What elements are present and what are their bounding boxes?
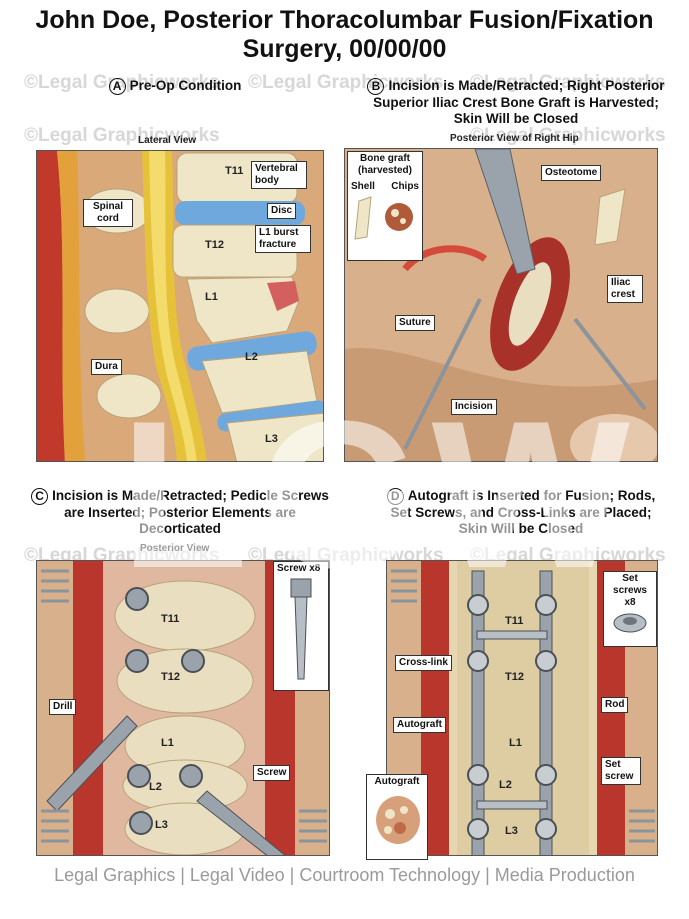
- bone-graft-label: Bone graft (harvested): [358, 153, 412, 176]
- footer-text: Legal Graphics | Legal Video | Courtroom…: [54, 865, 635, 885]
- panel-b-letter: B: [367, 78, 385, 95]
- vertebra-label: L1: [509, 737, 522, 749]
- set-screws-inset: Set screws x8: [603, 571, 657, 647]
- screw-x8-label: Screw x8: [277, 563, 321, 574]
- set-screw-icon: [613, 613, 647, 633]
- panel-c-view-label: Posterior View: [140, 543, 210, 554]
- vertebral-body-label: Vertebral body: [251, 161, 307, 189]
- panel-c-heading-text: Incision is Made/Retracted; Pedicle Scre…: [52, 488, 329, 536]
- vertebra-label: L2: [245, 351, 258, 363]
- shell-label: Shell: [351, 181, 375, 192]
- pedicle-screw-icon: [290, 578, 312, 680]
- panel-d-heading-text: Autograft is Inserted for Fusion; Rods, …: [390, 488, 656, 536]
- disc-label: Disc: [267, 203, 297, 219]
- vertebra-label: L1: [161, 737, 174, 749]
- panel-b-illustration: Bone graft (harvested) Shell Chips Osteo…: [344, 148, 658, 462]
- panel-c-illustration: T11 T12 L1 L2 L3 Screw x8 Drill Screw: [36, 560, 330, 856]
- drill-label: Drill: [49, 699, 77, 715]
- panel-a-view-label: Lateral View: [138, 135, 197, 146]
- page-title: John Doe, Posterior Thoracolumbar Fusion…: [35, 6, 654, 63]
- dura-label: Dura: [91, 359, 122, 375]
- posterior-fusion-svg: [387, 561, 657, 855]
- bone-graft-inset: Bone graft (harvested) Shell Chips: [347, 151, 423, 261]
- autograft-inset-label: Autograft: [374, 776, 420, 787]
- panel-c-letter: C: [31, 488, 49, 505]
- osteotome-label: Osteotome: [541, 165, 602, 181]
- vertebra-label: L3: [265, 433, 278, 445]
- autograft-inset: Autograft: [366, 774, 428, 860]
- set-screws-x8-label: Set screws x8: [613, 573, 647, 608]
- panel-d-letter: D: [386, 488, 404, 505]
- vertebra-label: T11: [161, 613, 180, 625]
- chips-label: Chips: [391, 181, 419, 192]
- screw-inset: Screw x8: [273, 561, 329, 691]
- incision-label: Incision: [451, 399, 497, 415]
- panel-b-heading-text: Incision is Made/Retracted; Right Poster…: [373, 78, 665, 126]
- lateral-spine-svg: [37, 151, 323, 461]
- panel-b-view-label: Posterior View of Right Hip: [450, 133, 579, 144]
- rod-label: Rod: [601, 697, 629, 713]
- autograft-label: Autograft: [393, 717, 446, 733]
- burst-fracture-label: L1 burst fracture: [255, 225, 311, 253]
- panel-a-illustration: T11 T12 L1 L2 L3 Spinal cord Dura Verteb…: [36, 150, 324, 462]
- vertebra-label: T12: [205, 239, 224, 251]
- vertebra-label: T11: [225, 165, 244, 177]
- vertebra-label: L3: [505, 825, 518, 837]
- vertebra-label: L3: [155, 819, 168, 831]
- vertebra-label: L2: [499, 779, 512, 791]
- panel-a-letter: A: [108, 78, 126, 95]
- vertebra-label: T11: [505, 615, 524, 627]
- panel-d-illustration: T11 T12 L1 L2 L3 Set screws x8 Cross-lin…: [386, 560, 658, 856]
- panel-a-heading-text: Pre-Op Condition: [129, 78, 242, 93]
- screw-label: Screw: [253, 765, 291, 781]
- suture-label: Suture: [395, 315, 435, 331]
- graft-shell-chips-icon: [354, 196, 413, 240]
- iliac-crest-label: Iliac crest: [607, 275, 643, 303]
- vertebra-label: L2: [149, 781, 162, 793]
- vertebra-label: L1: [205, 291, 218, 303]
- autograft-chips-icon: [376, 796, 420, 844]
- vertebra-label: T12: [505, 671, 524, 683]
- spinal-cord-label: Spinal cord: [83, 199, 133, 227]
- set-screw-label: Set screw: [601, 757, 641, 785]
- cross-link-label: Cross-link: [395, 655, 452, 671]
- hip-harvest-svg: [345, 149, 657, 461]
- vertebra-label: T12: [161, 671, 180, 683]
